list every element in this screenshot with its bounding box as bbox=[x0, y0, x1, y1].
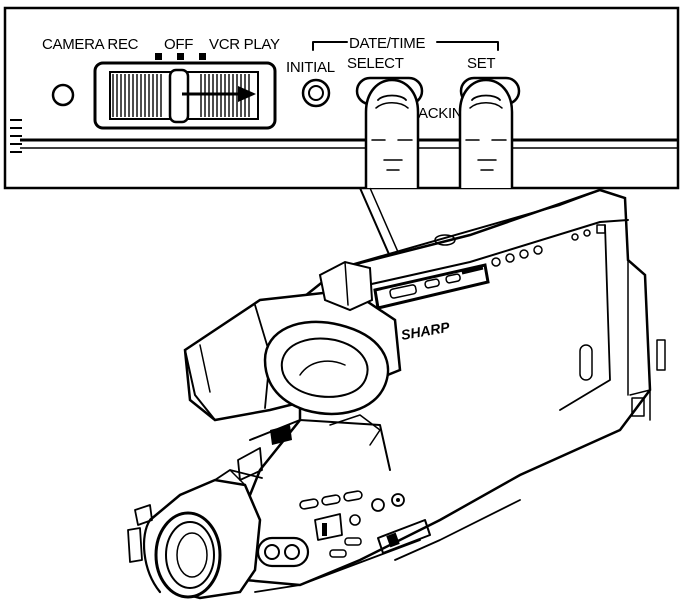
finger-pressing-set bbox=[458, 78, 514, 188]
slide-arrow-icon bbox=[238, 86, 256, 102]
viewfinder bbox=[183, 260, 402, 422]
lower-slide-switch bbox=[377, 519, 431, 554]
date-time-bracket-left bbox=[312, 41, 348, 51]
power-mode-switch[interactable] bbox=[93, 61, 277, 130]
side-slot bbox=[656, 339, 666, 371]
date-time-label: DATE/TIME bbox=[349, 35, 425, 52]
front-button-dark bbox=[270, 425, 292, 445]
switch-track-hatch bbox=[112, 74, 162, 117]
camera-rec-label: CAMERA REC bbox=[42, 36, 139, 53]
side-vent bbox=[579, 344, 593, 381]
off-label: OFF bbox=[164, 36, 193, 53]
camcorder-illustration: SHARP bbox=[127, 188, 666, 600]
switch-housing bbox=[93, 61, 277, 130]
twin-lens-button bbox=[256, 536, 310, 568]
switch-knob[interactable] bbox=[168, 68, 190, 124]
control-panel-inset: CAMERA REC OFF VCR PLAY INITIAL DATE/TIM… bbox=[3, 6, 680, 190]
slider-tick-camera bbox=[155, 53, 162, 60]
date-time-bracket-right bbox=[436, 41, 499, 51]
backing-fragment-label: ACKIN bbox=[418, 105, 462, 122]
finger-pressing-select bbox=[364, 78, 420, 188]
zoom-rocker bbox=[314, 513, 343, 541]
slider-tick-vcr bbox=[199, 53, 206, 60]
front-tab bbox=[237, 447, 263, 481]
set-label: SET bbox=[467, 55, 495, 72]
lens-barrel bbox=[127, 469, 263, 600]
lens-hood-tab bbox=[134, 504, 153, 526]
side-jack bbox=[631, 397, 645, 417]
inset-frame bbox=[3, 6, 680, 190]
top-dome bbox=[434, 234, 456, 246]
slider-tick-off bbox=[177, 53, 184, 60]
initial-button[interactable] bbox=[301, 78, 331, 108]
select-label: SELECT bbox=[347, 55, 404, 72]
vcr-play-label: VCR PLAY bbox=[209, 36, 280, 53]
initial-label: INITIAL bbox=[286, 59, 335, 76]
indicator-lamp bbox=[51, 83, 75, 107]
